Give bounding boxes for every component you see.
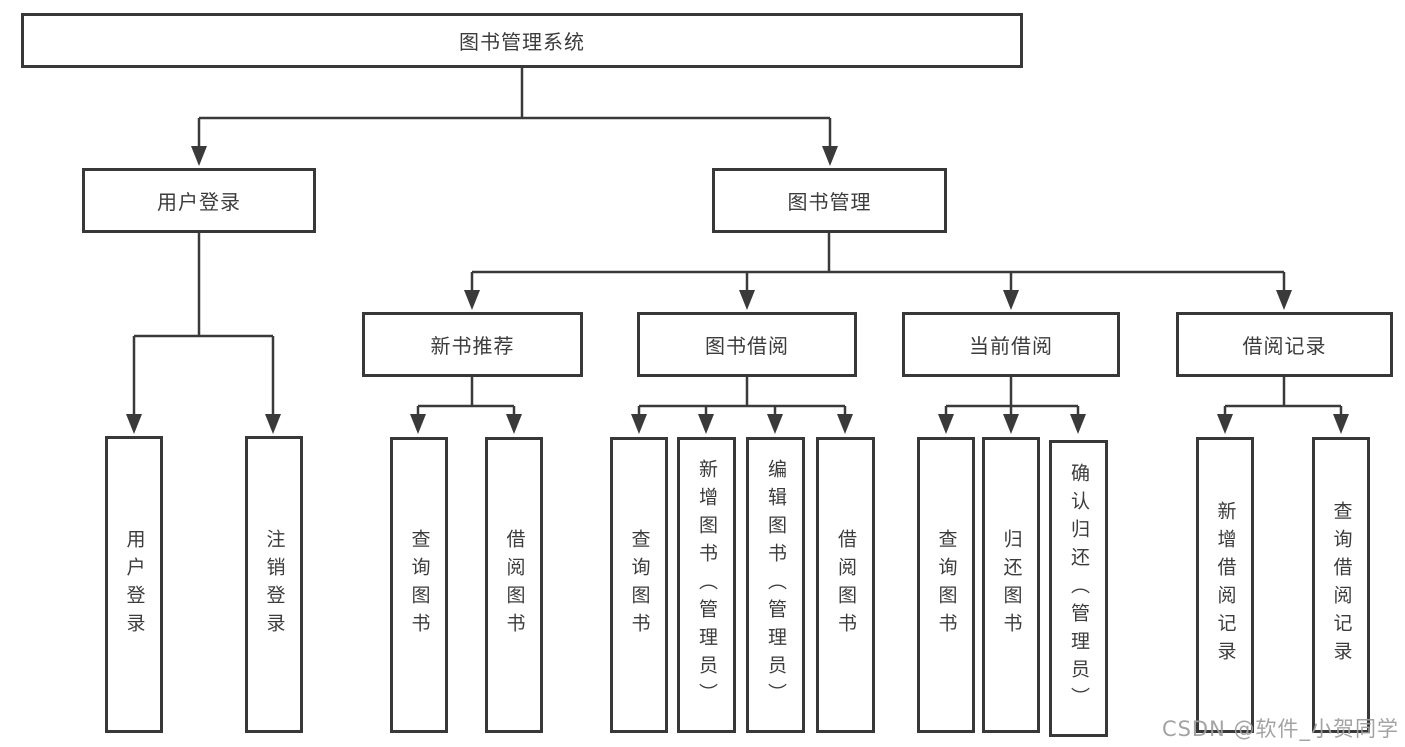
node-current-borrow: 当前借阅 xyxy=(902,312,1120,377)
leaf-records-query-record: 查询借阅记录 xyxy=(1312,437,1370,733)
node-borrow-records-label: 借阅记录 xyxy=(1242,334,1327,358)
node-root-system: 图书管理系统 xyxy=(21,13,1023,68)
leaf-borrow-query-book: 查询图书 xyxy=(610,437,668,733)
node-book-borrow-label: 图书借阅 xyxy=(705,334,789,358)
leaf-borrow-edit-book-admin-label: 编辑图书（管理员） xyxy=(765,459,787,711)
leaf-current-return-book: 归还图书 xyxy=(982,437,1040,733)
leaf-borrow-edit-book-admin: 编辑图书（管理员） xyxy=(746,437,805,733)
node-new-book-recommend: 新书推荐 xyxy=(362,312,583,377)
leaf-current-confirm-return-admin: 确认归还（管理员） xyxy=(1049,440,1108,737)
node-book-management: 图书管理 xyxy=(712,168,947,233)
leaf-records-query-record-label: 查询借阅记录 xyxy=(1330,501,1353,669)
arrowheads xyxy=(126,146,1349,434)
leaf-recommend-query-book-label: 查询图书 xyxy=(408,529,431,641)
node-borrow-records: 借阅记录 xyxy=(1176,312,1393,377)
leaf-current-query-book-label: 查询图书 xyxy=(935,529,958,641)
leaf-current-confirm-return-admin-label: 确认归还（管理员） xyxy=(1068,462,1090,715)
leaf-current-query-book: 查询图书 xyxy=(917,437,975,733)
node-root-system-label: 图书管理系统 xyxy=(459,30,585,54)
leaf-recommend-borrow-book-label: 借阅图书 xyxy=(503,529,526,641)
leaf-current-return-book-label: 归还图书 xyxy=(1000,529,1023,641)
leaf-borrow-query-book-label: 查询图书 xyxy=(628,529,651,641)
leaf-borrow-borrow-book-label: 借阅图书 xyxy=(835,529,857,641)
leaf-borrow-add-book-admin-label: 新增图书（管理员） xyxy=(696,459,718,711)
leaf-recommend-borrow-book: 借阅图书 xyxy=(485,437,543,733)
leaf-logout: 注销登录 xyxy=(245,436,303,733)
node-user-login-label: 用户登录 xyxy=(157,190,241,214)
node-current-borrow-label: 当前借阅 xyxy=(969,334,1053,358)
leaf-borrow-borrow-book: 借阅图书 xyxy=(816,437,875,733)
leaf-records-add-record-label: 新增借阅记录 xyxy=(1214,501,1237,669)
leaf-recommend-query-book: 查询图书 xyxy=(390,437,448,733)
node-book-management-label: 图书管理 xyxy=(787,190,872,214)
leaf-records-add-record: 新增借阅记录 xyxy=(1196,437,1254,733)
node-book-borrow: 图书借阅 xyxy=(637,312,857,377)
leaf-logout-label: 注销登录 xyxy=(263,528,286,641)
node-user-login: 用户登录 xyxy=(82,168,316,233)
node-new-book-recommend-label: 新书推荐 xyxy=(430,334,515,358)
leaf-user-login: 用户登录 xyxy=(105,436,163,733)
leaf-borrow-add-book-admin: 新增图书（管理员） xyxy=(677,437,736,733)
leaf-user-login-label: 用户登录 xyxy=(123,528,146,641)
